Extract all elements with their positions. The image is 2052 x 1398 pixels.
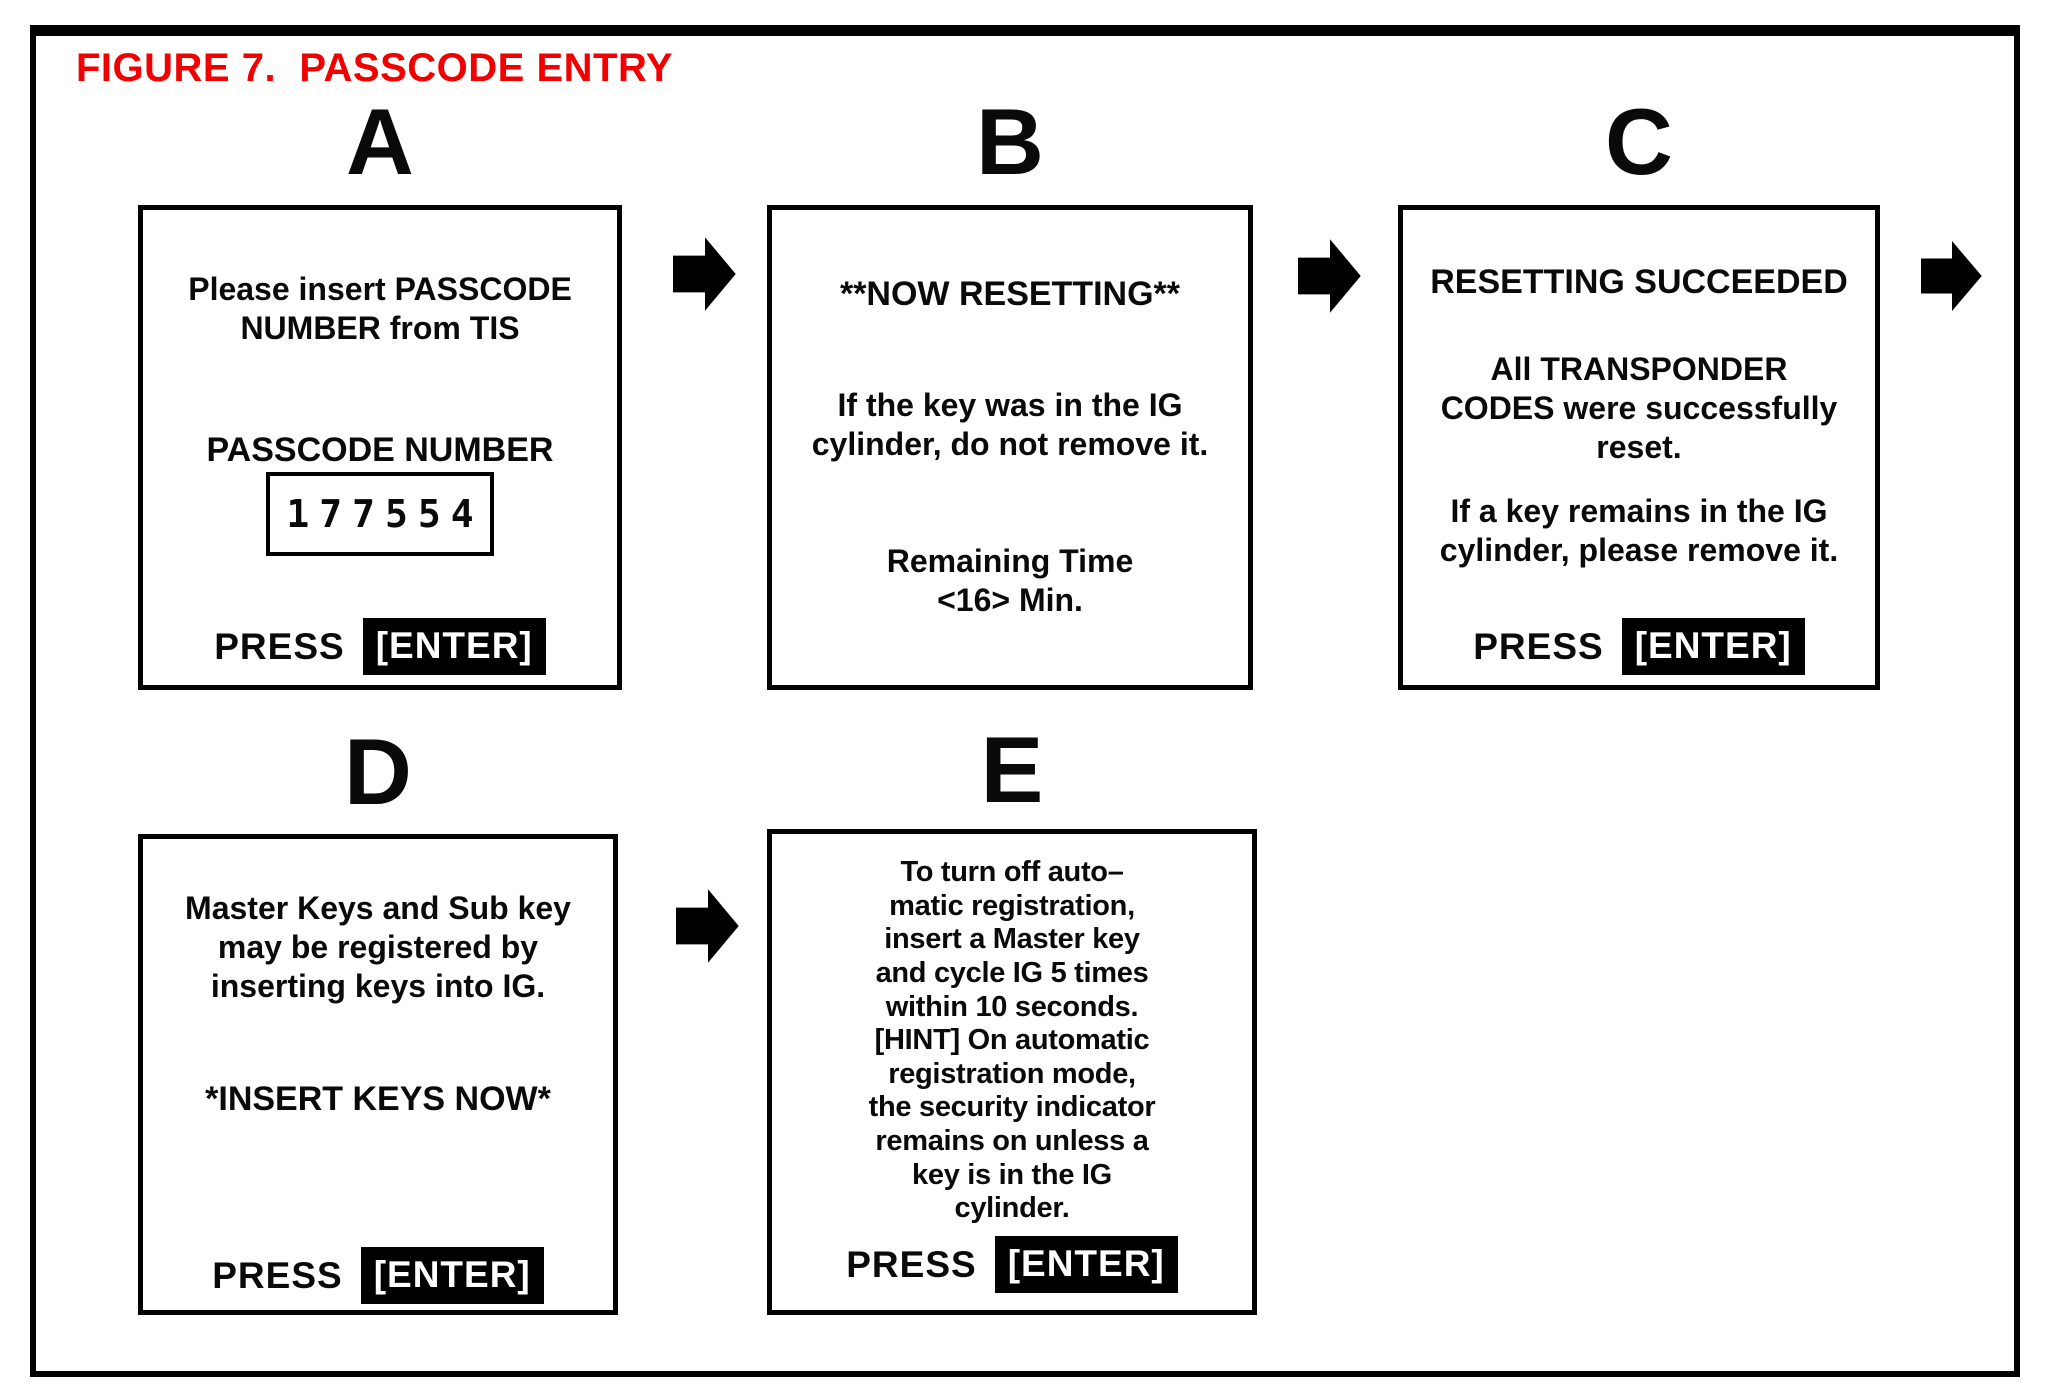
panel-a-passcode-label: PASSCODE NUMBER <box>206 431 554 469</box>
step-letter-b: B <box>976 89 1044 194</box>
press-label: PRESS <box>846 1243 977 1285</box>
press-enter-row: PRESS [ENTER] <box>1403 618 1875 675</box>
press-enter-row: PRESS [ENTER] <box>772 1236 1252 1293</box>
panel-a-instruction: Please insert PASSCODE NUMBER from TIS <box>188 271 572 347</box>
press-label: PRESS <box>1473 625 1604 667</box>
screen-panel-d: Master Keys and Sub key may be registere… <box>138 834 618 1315</box>
step-letter-e: E <box>980 717 1044 822</box>
enter-key-label: [ENTER] <box>994 1236 1178 1293</box>
enter-key-label: [ENTER] <box>362 618 546 675</box>
screen-panel-e: To turn off auto– matic registration, in… <box>767 829 1257 1315</box>
passcode-value: 177554 <box>286 492 484 536</box>
press-enter-row: PRESS [ENTER] <box>143 618 617 675</box>
panel-d-body1: Master Keys and Sub key may be registere… <box>185 890 571 1005</box>
panel-b-status: **NOW RESETTING** <box>839 275 1181 313</box>
screen-panel-c: RESETTING SUCCEEDED All TRANSPONDER CODE… <box>1398 205 1880 690</box>
press-enter-row: PRESS [ENTER] <box>143 1247 613 1304</box>
panel-c-body2: If a key remains in the IG cylinder, ple… <box>1439 493 1839 569</box>
panel-b-remaining-time: Remaining Time <16> Min. <box>886 543 1134 619</box>
press-label: PRESS <box>212 1254 343 1296</box>
screen-panel-a: Please insert PASSCODE NUMBER from TIS P… <box>138 205 622 690</box>
enter-key-label: [ENTER] <box>360 1247 544 1304</box>
panel-c-status: RESETTING SUCCEEDED <box>1430 263 1848 301</box>
step-letter-d: D <box>344 719 412 824</box>
figure-title: FIGURE 7. PASSCODE ENTRY <box>76 46 674 90</box>
step-letter-c: C <box>1605 89 1673 194</box>
passcode-field: 177554 <box>266 472 494 556</box>
panel-d-insert-keys: *INSERT KEYS NOW* <box>205 1080 551 1118</box>
panel-c-body1: All TRANSPONDER CODES were successfully … <box>1440 351 1838 466</box>
step-letter-a: A <box>346 89 414 194</box>
press-label: PRESS <box>214 625 345 667</box>
panel-e-body: To turn off auto– matic registration, in… <box>868 856 1156 1225</box>
enter-key-label: [ENTER] <box>1621 618 1805 675</box>
panel-b-body: If the key was in the IG cylinder, do no… <box>811 387 1209 463</box>
screen-panel-b: **NOW RESETTING** If the key was in the … <box>767 205 1253 690</box>
